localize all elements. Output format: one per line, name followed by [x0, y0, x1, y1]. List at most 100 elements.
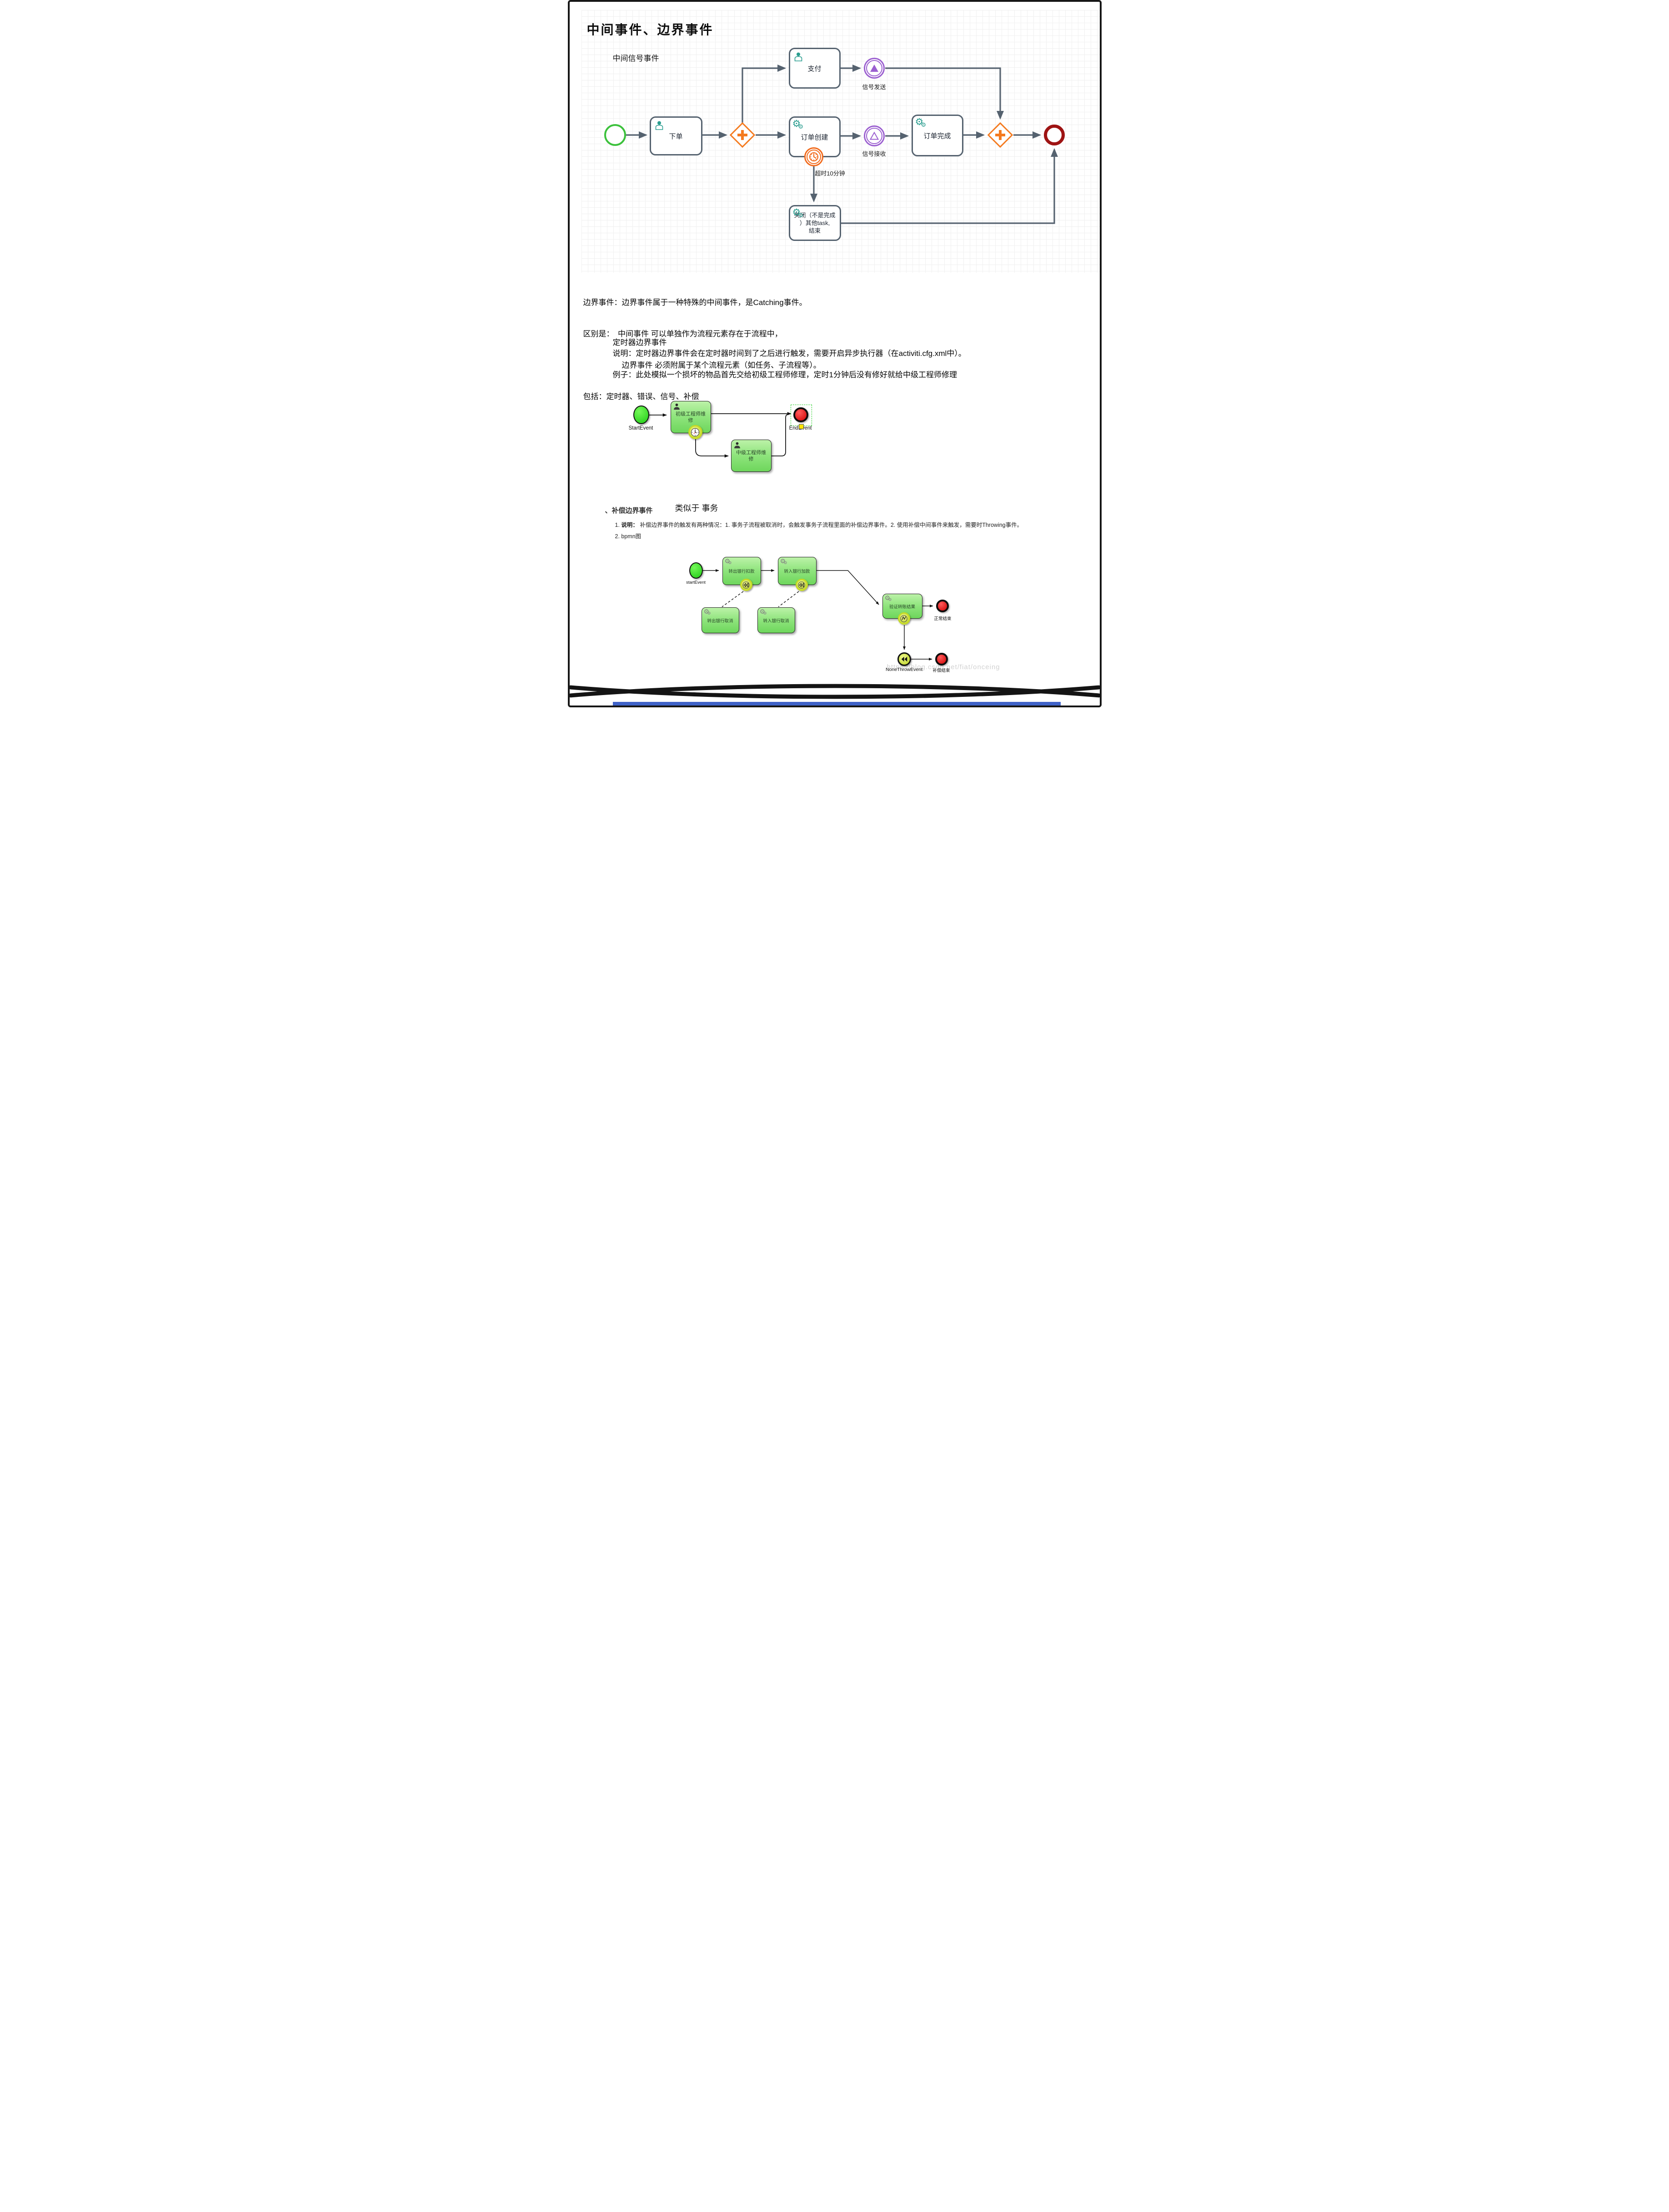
gears-icon: ⚙⚙	[792, 119, 804, 130]
clock-icon	[809, 152, 818, 161]
item-bold: 说明：	[621, 522, 638, 528]
comp-section-subtitle: 类似于 事务	[675, 504, 718, 513]
end-normal-label: 正常结束	[934, 616, 952, 621]
user-task-place-order: 下单	[649, 116, 702, 155]
comp-section-heading: 、补偿边界事件	[605, 507, 653, 515]
end-event	[1043, 125, 1065, 145]
end-event-comp	[935, 653, 948, 666]
timer-section-example: 例子：此处模拟一个损坏的物品首先交给初级工程师修理，定时1分钟后没有修好就给中级…	[612, 370, 957, 379]
user-icon	[655, 121, 663, 130]
person-icon	[734, 442, 740, 449]
task-mid-engineer: 中级工程师维 修	[731, 440, 772, 472]
end-event-normal	[936, 600, 949, 612]
sequence-flow	[885, 67, 1004, 120]
compensation-throw-event	[897, 652, 911, 666]
person-icon	[673, 403, 680, 410]
timer-boundary-event	[804, 147, 823, 166]
signal-diagram-flows	[626, 65, 1058, 224]
timer-boundary-event-green	[688, 425, 702, 439]
start-event-green	[633, 405, 649, 424]
compensation-boundary-event	[795, 579, 808, 591]
boundary-event-notes: 边界事件：边界事件属于一种特殊的中间事件，是Catching事件。 区别是： 中…	[583, 276, 821, 423]
task-label: 转入银行取消	[763, 618, 789, 624]
notes-line2: 区别是： 中间事件 可以单独作为流程元素存在于流程中，	[583, 330, 782, 338]
item-text: 补偿边界事件的触发有两种情况：1. 事务子流程被取消时，会触发事务子流程里面的补…	[640, 522, 1023, 528]
task-label-line1: 中级工程师维	[736, 450, 766, 455]
sequence-flow	[816, 570, 879, 605]
start-event-label: startEvent	[686, 580, 706, 585]
signal-throw-event	[863, 58, 885, 79]
compensation-icon	[798, 581, 805, 589]
signal-outline-triangle-icon	[869, 131, 879, 140]
compensation-filled-icon	[901, 656, 907, 662]
gears-icon: ⚙⚙	[759, 608, 767, 616]
task-label-line1: 初级工程师维	[676, 411, 706, 417]
gears-icon: ⚙⚙	[724, 557, 732, 565]
signal-catch-event	[863, 125, 885, 146]
item-number: 1.	[615, 522, 620, 528]
error-boundary-event	[897, 612, 910, 625]
timer-section-desc: 说明：定时器边界事件会在定时器时间到了之后进行触发，需要开启异步执行器（在act…	[612, 349, 966, 358]
task-label-line3: 结束	[808, 227, 821, 234]
signal-filled-triangle-icon	[870, 65, 878, 72]
page-title: 中间事件、边界事件	[586, 23, 714, 37]
gears-icon: ⚙⚙	[703, 608, 711, 616]
compensation-boundary-event	[740, 579, 752, 591]
start-event-label: StartEvent	[628, 425, 653, 431]
plus-icon	[735, 127, 750, 143]
selection-handle	[798, 424, 804, 429]
task-debit-cancel: ⚙⚙ 转出银行取消	[701, 607, 739, 633]
comp-diagram-flows	[702, 569, 933, 661]
association	[722, 591, 743, 607]
gears-icon: ⚙⚙	[915, 117, 927, 128]
end-event-red	[793, 407, 808, 422]
timer-label: 超时10分钟	[815, 170, 845, 177]
comp-item-2: 2. bpmn图	[615, 533, 642, 540]
notes-line1: 边界事件：边界事件属于一种特殊的中间事件，是Catching事件。	[583, 298, 807, 307]
plus-icon	[992, 127, 1008, 143]
notes-line3: 边界事件 必须附属于某个流程元素（如任务、子流程等）。	[583, 361, 821, 370]
task-label: 支付	[807, 65, 822, 73]
association	[778, 591, 799, 607]
sequence-flow	[695, 439, 729, 458]
service-task-order-done: ⚙⚙ 订单完成	[911, 115, 963, 156]
user-task-pay: 支付	[788, 48, 841, 89]
task-label: 验证转账结果	[889, 604, 915, 610]
task-label: 订单完成	[923, 132, 951, 140]
document-page: 中间事件、边界事件 中间信号事件 下单	[567, 0, 1102, 707]
task-label: 转出银行扣款	[728, 569, 755, 574]
compensation-icon	[742, 581, 750, 589]
notes-line4: 包括：定时器、错误、信号、补偿	[583, 392, 699, 401]
user-icon	[794, 52, 802, 61]
end-comp-label: 补偿结束	[932, 668, 950, 673]
signal-throw-label: 信号发送	[862, 84, 886, 90]
task-label-line1: 关闭（不是完成	[794, 212, 836, 219]
task-label-line2: 修	[748, 456, 754, 462]
gears-icon: ⚙⚙	[780, 557, 787, 565]
comp-item-1: 1. 说明： 补偿边界事件的触发有两种情况：1. 事务子流程被取消时，会触发事务…	[615, 520, 1023, 529]
bottom-blue-bar	[612, 702, 1061, 706]
task-credit-cancel: ⚙⚙ 转入银行取消	[757, 607, 795, 633]
gears-icon: ⚙⚙	[884, 594, 892, 602]
task-label-line2: ）其他task,	[799, 220, 830, 226]
sequence-flow	[771, 414, 788, 456]
task-label: 转出银行取消	[707, 618, 733, 624]
task-label: 转入银行加款	[784, 569, 810, 574]
start-event-green	[689, 562, 703, 579]
sequence-flow	[741, 65, 786, 123]
start-event	[604, 124, 626, 146]
selection-box	[790, 405, 812, 426]
gears-icon: ⚙⚙	[792, 207, 804, 219]
service-task-close: ⚙⚙ 关闭（不是完成 ）其他task, 结束	[788, 205, 841, 241]
signal-diagram-label: 中间信号事件	[612, 54, 659, 63]
task-label: 下单	[669, 132, 683, 140]
sequence-flow	[841, 148, 1058, 224]
clock-icon	[691, 428, 700, 436]
task-label: 订单创建	[801, 133, 828, 141]
timer-diagram-flows	[649, 412, 792, 458]
none-throw-label: NoneThrowEvent	[885, 667, 923, 672]
task-label-line2: 修	[688, 417, 693, 423]
signal-catch-label: 信号接收	[862, 150, 886, 157]
timer-section-heading: 定时器边界事件	[612, 338, 667, 347]
error-icon	[900, 615, 907, 622]
